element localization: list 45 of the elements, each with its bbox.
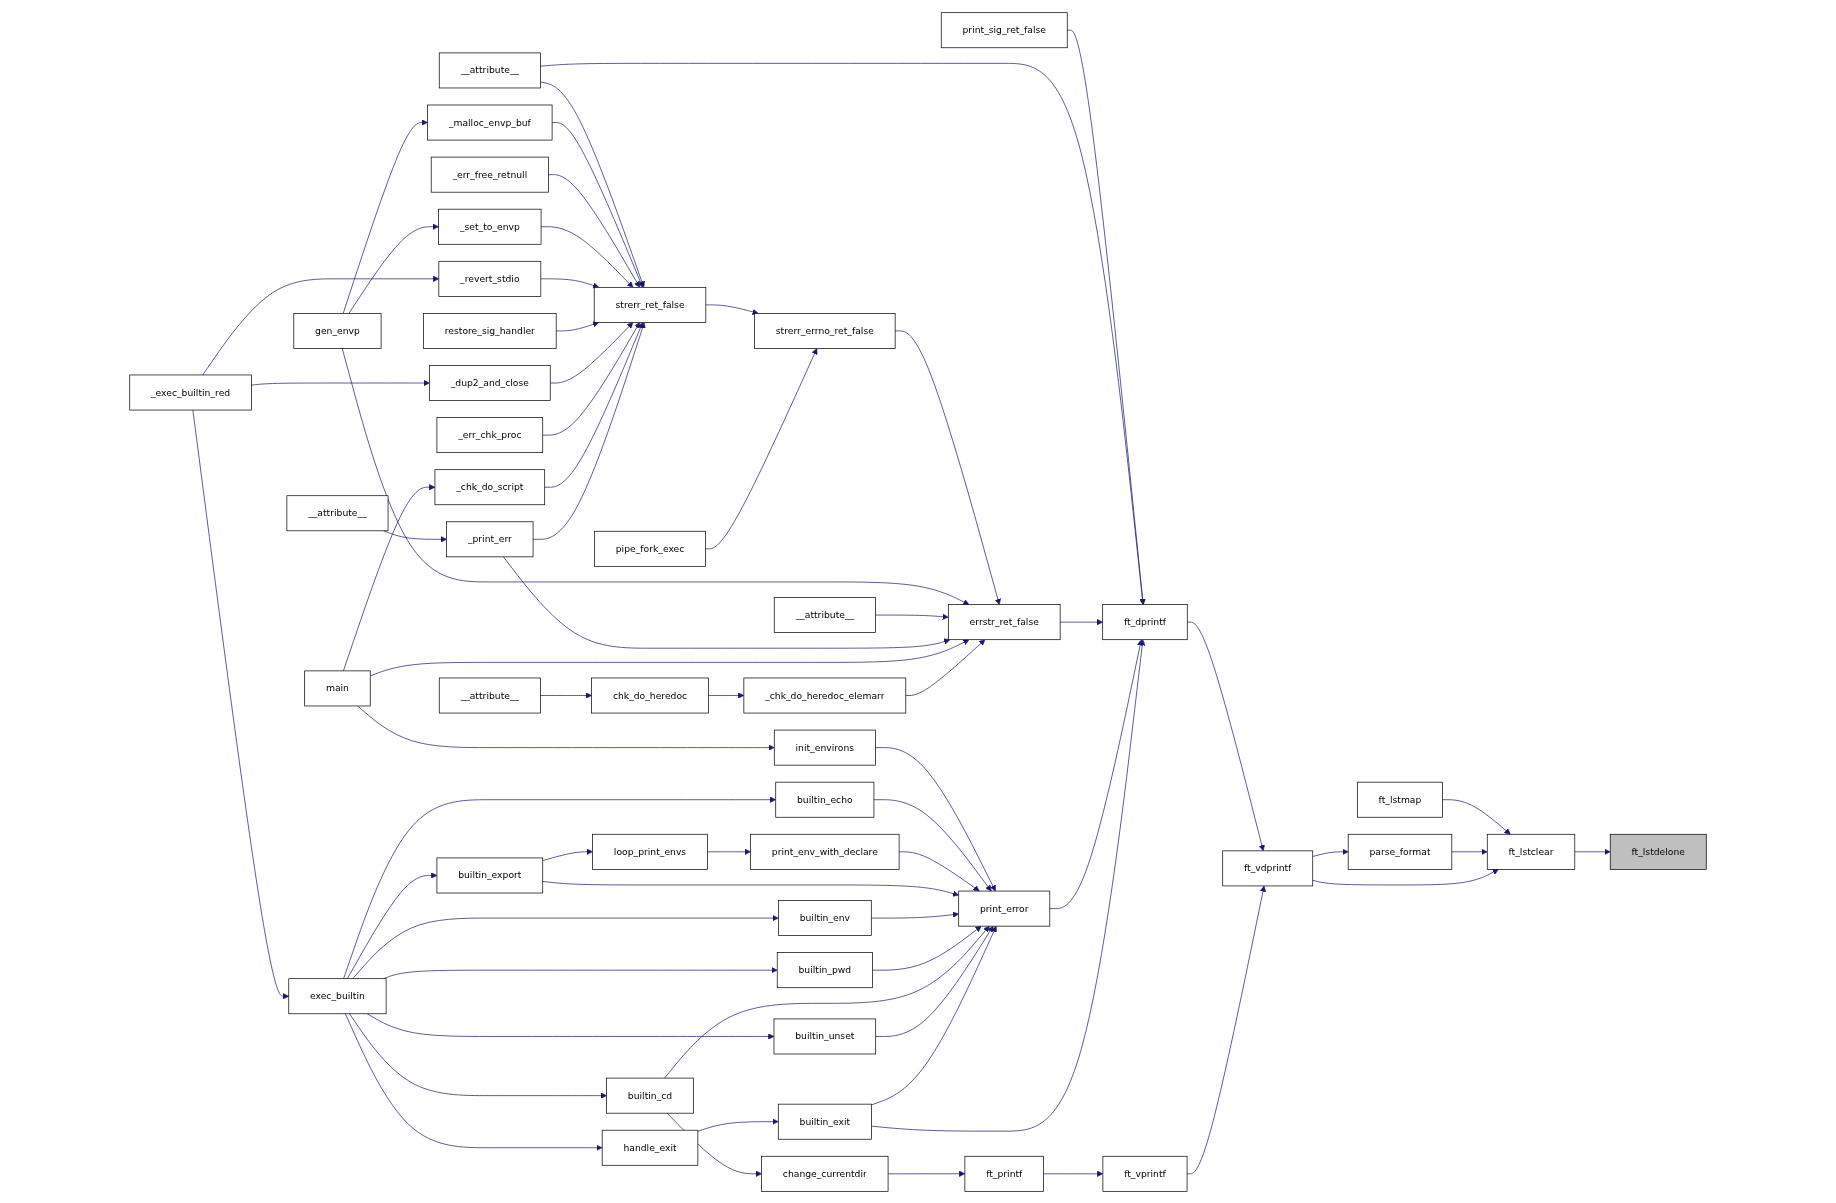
node-box: _chk_do_heredoc_elemarr (743, 677, 907, 713)
node-box: gen_envp (293, 312, 382, 349)
node-box: _exec_builtin_red (129, 374, 252, 410)
node-box: main (304, 670, 371, 706)
node-box: ft_vprintf (1102, 1155, 1188, 1192)
node-box: __attribute__ (438, 677, 541, 713)
node-box: change_currentdir (761, 1155, 889, 1192)
node-box: builtin_exit (777, 1103, 872, 1140)
node-box: init_environs (773, 729, 876, 765)
node-box: ft_dprintf (1102, 603, 1188, 640)
node-box: builtin_export (436, 857, 544, 893)
node-box: restore_sig_handler (423, 312, 557, 349)
node-box: errstr_ret_false (947, 603, 1061, 640)
node-box: builtin_unset (773, 1018, 877, 1054)
node-box: _set_to_envp (438, 208, 542, 245)
node-box: _chk_do_script (434, 468, 546, 505)
node-box: _revert_stdio (438, 260, 542, 297)
node-box: _err_free_retnull (430, 156, 549, 193)
node-box: __attribute__ (773, 596, 876, 633)
node-box: ft_lstmap (1357, 781, 1443, 818)
node-box: _dup2_and_close (429, 364, 551, 401)
node-box: builtin_pwd (776, 951, 873, 988)
node-box: parse_format (1347, 833, 1453, 870)
node-box: ft_vdprintf (1222, 850, 1314, 886)
node-box: __attribute__ (438, 52, 541, 88)
node-box: builtin_echo (775, 781, 875, 818)
node-box: __attribute__ (286, 494, 389, 531)
node-box: builtin_cd (606, 1077, 694, 1114)
node-box: strerr_ret_false (593, 286, 707, 323)
node-box: _err_chk_proc (436, 416, 544, 453)
node-box: exec_builtin (288, 977, 387, 1014)
node-box: print_env_with_declare (750, 833, 900, 870)
node-box: loop_print_envs (592, 833, 708, 870)
node-box: ft_lstdelone (1609, 833, 1707, 870)
node-box: _print_err (446, 520, 534, 557)
node-box: builtin_env (778, 899, 872, 936)
node-box: strerr_errno_ret_false (754, 312, 896, 349)
node-box: chk_do_heredoc (591, 677, 709, 713)
node-box: handle_exit (601, 1129, 699, 1166)
node-box: ft_lstclear (1486, 833, 1576, 870)
node-box: print_error (958, 890, 1051, 926)
node-box: ft_printf (964, 1155, 1044, 1192)
node-box: print_sig_ret_false (940, 11, 1068, 48)
node-box: _malloc_envp_buf (427, 104, 553, 140)
node-box: pipe_fork_exec (594, 530, 706, 567)
